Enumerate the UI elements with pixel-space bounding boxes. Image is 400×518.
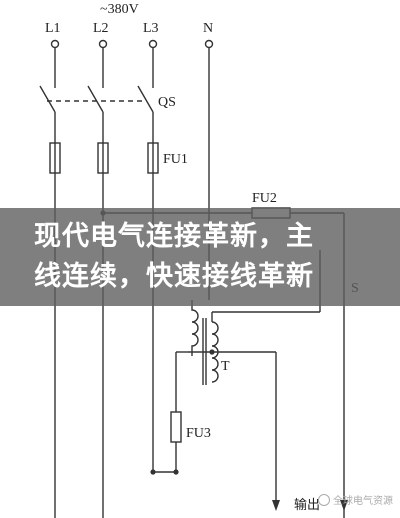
terminal-l2 [98, 39, 108, 49]
transformer-label: T [221, 359, 230, 374]
junction-dot [209, 349, 215, 355]
phase-label-l3: L3 [143, 21, 159, 36]
terminal-n [204, 39, 214, 49]
switch-blade-l3 [137, 85, 154, 113]
phase-label-l1: L1 [45, 21, 61, 36]
switch-blade-l2 [87, 85, 104, 113]
output-label: 输出 [294, 497, 320, 512]
junction-dot [150, 469, 156, 475]
transformer-primary [191, 300, 199, 356]
watermark-logo-icon [318, 493, 330, 506]
supply-voltage-label: ~380V [100, 2, 139, 17]
junction-dot [173, 469, 179, 475]
switch-blade-l1 [39, 85, 56, 113]
fuse3-label: FU3 [186, 426, 211, 441]
watermark: 全球电气资源 [318, 492, 393, 507]
output-arrow-icon [340, 500, 348, 511]
banner-title-line1: 现代电气连接革新，主 [34, 221, 314, 252]
watermark-text: 全球电气资源 [333, 496, 393, 507]
output-arrow-icon [272, 500, 280, 511]
switch-label: QS [158, 95, 176, 110]
fuse1-label: FU1 [163, 152, 188, 167]
terminal-l1 [50, 39, 60, 49]
fuse2-label: FU2 [252, 191, 277, 206]
banner-title-line2: 线连续，快速接线革新 [34, 261, 314, 292]
phase-label-l2: L2 [93, 21, 109, 36]
neutral-label: N [203, 21, 213, 36]
title-banner: 现代电气连接革新，主 线连续，快速接线革新 [0, 208, 400, 306]
terminal-l3 [148, 39, 158, 49]
fuse-fu3 [170, 411, 182, 443]
